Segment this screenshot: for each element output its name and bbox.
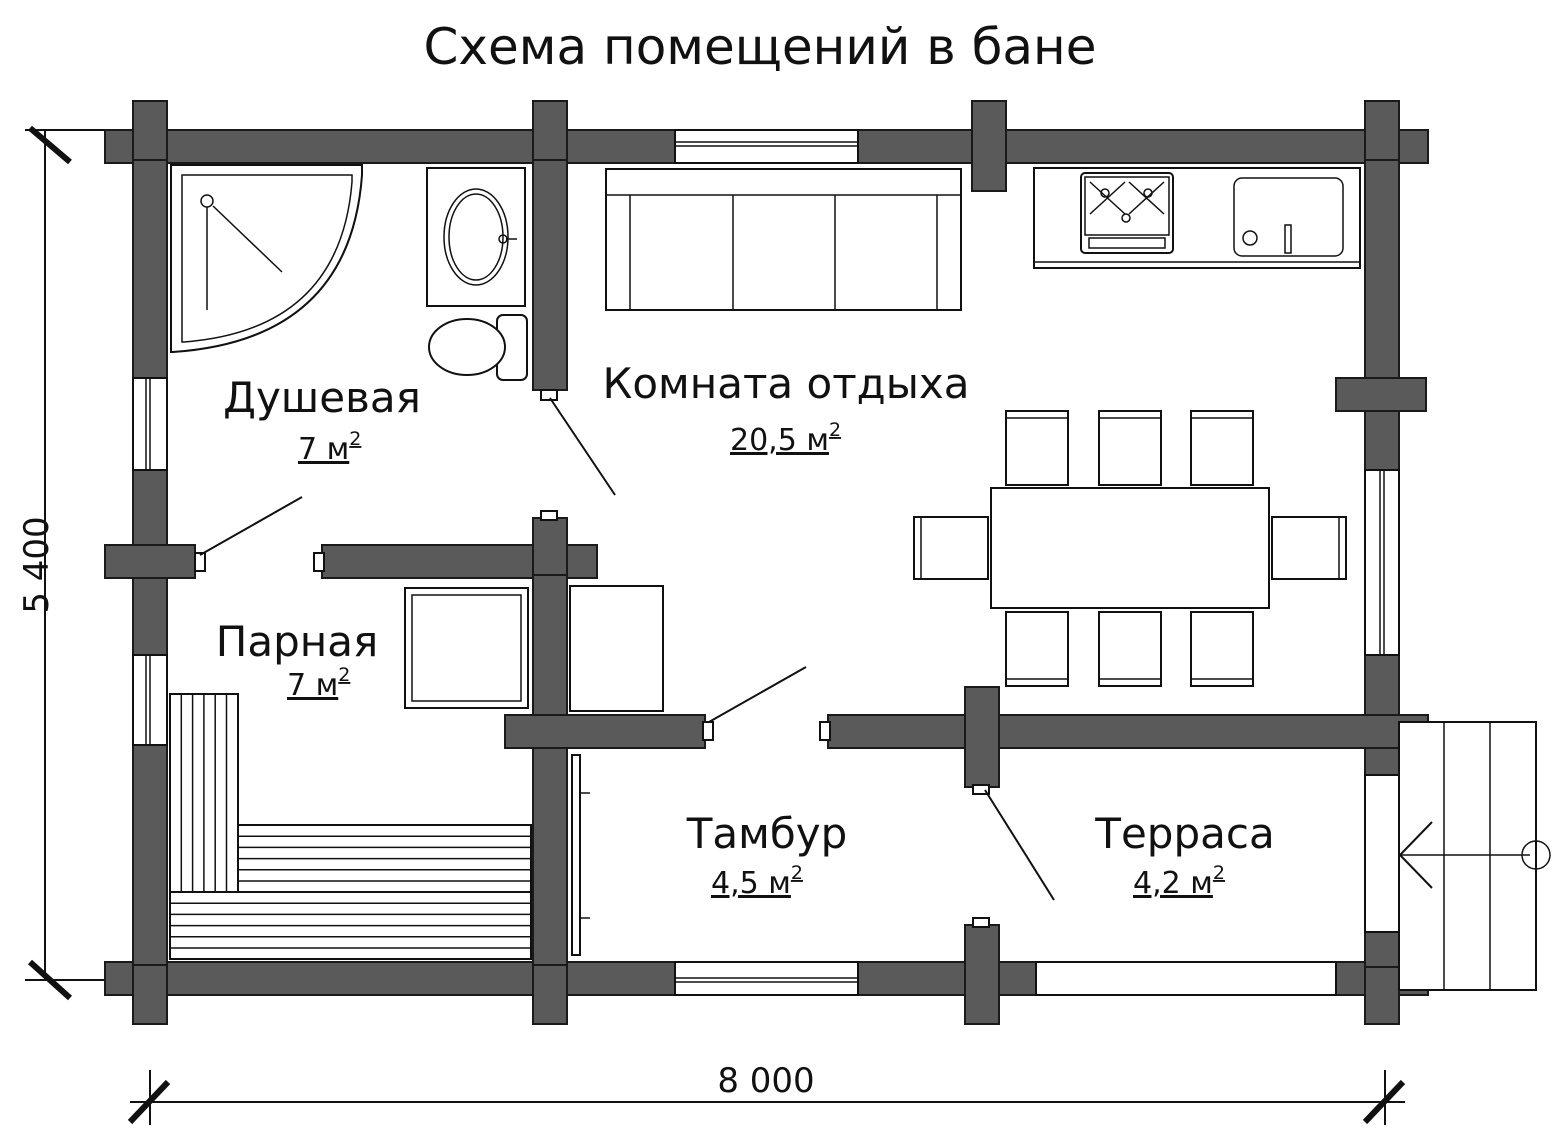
width-dimension-label: 8 000 bbox=[717, 1061, 814, 1101]
bathroom-sink bbox=[426, 167, 526, 307]
room-name-lounge: Комната отдыха bbox=[603, 359, 970, 408]
terrace-stairs bbox=[1398, 721, 1551, 991]
stove bbox=[1080, 172, 1174, 254]
kitchen-sink bbox=[1233, 177, 1344, 257]
dining-table bbox=[990, 487, 1270, 609]
sofa bbox=[605, 168, 962, 311]
walls bbox=[104, 100, 1429, 1025]
room-name-terrace: Терраса bbox=[1094, 809, 1274, 858]
room-label-shower: Душевая 7 м2 bbox=[223, 373, 421, 467]
toilet bbox=[428, 314, 528, 381]
sauna-heater bbox=[404, 587, 529, 709]
room-label-lounge: Комната отдыха 20,5 м2 bbox=[603, 359, 970, 458]
room-name-steam: Парная bbox=[216, 617, 378, 666]
room-area-terrace: 4,2 м2 bbox=[1133, 862, 1225, 901]
room-label-vestibule: Тамбур 4,5 м2 bbox=[686, 809, 848, 901]
windows bbox=[132, 129, 1400, 996]
room-area-steam: 7 м2 bbox=[287, 664, 350, 703]
heater-box bbox=[569, 585, 664, 712]
room-label-terrace: Терраса 4,2 м2 bbox=[1094, 809, 1274, 901]
height-dimension: 5 400 bbox=[17, 125, 130, 1001]
diagram-title: Схема помещений в бане bbox=[423, 18, 1097, 76]
sauna-benches bbox=[169, 693, 532, 960]
room-area-shower: 7 м2 bbox=[298, 428, 361, 467]
door-lines bbox=[199, 397, 1055, 901]
dining-set bbox=[913, 410, 1347, 687]
window-bottom bbox=[674, 961, 859, 996]
chairs-sides bbox=[913, 516, 1347, 580]
room-name-shower: Душевая bbox=[223, 373, 421, 422]
shower-cabin bbox=[170, 164, 363, 353]
window-left-bottom bbox=[132, 654, 168, 746]
room-area-lounge: 20,5 м2 bbox=[730, 419, 841, 458]
chairs-bottom bbox=[1005, 611, 1254, 687]
window-top bbox=[674, 129, 859, 164]
height-dimension-label: 5 400 bbox=[17, 516, 57, 613]
terrace-opening-right bbox=[1364, 774, 1400, 933]
chairs-top bbox=[1005, 410, 1254, 486]
terrace-opening-bottom bbox=[1035, 961, 1337, 996]
window-right bbox=[1364, 469, 1400, 656]
room-label-steam: Парная 7 м2 bbox=[216, 617, 378, 703]
room-name-vestibule: Тамбур bbox=[686, 809, 848, 858]
room-area-vestibule: 4,5 м2 bbox=[711, 862, 803, 901]
vestibule-door-panel bbox=[571, 754, 590, 956]
kitchen-counter bbox=[1033, 167, 1361, 269]
window-left-top bbox=[132, 377, 168, 471]
width-dimension: 8 000 bbox=[127, 1061, 1406, 1125]
